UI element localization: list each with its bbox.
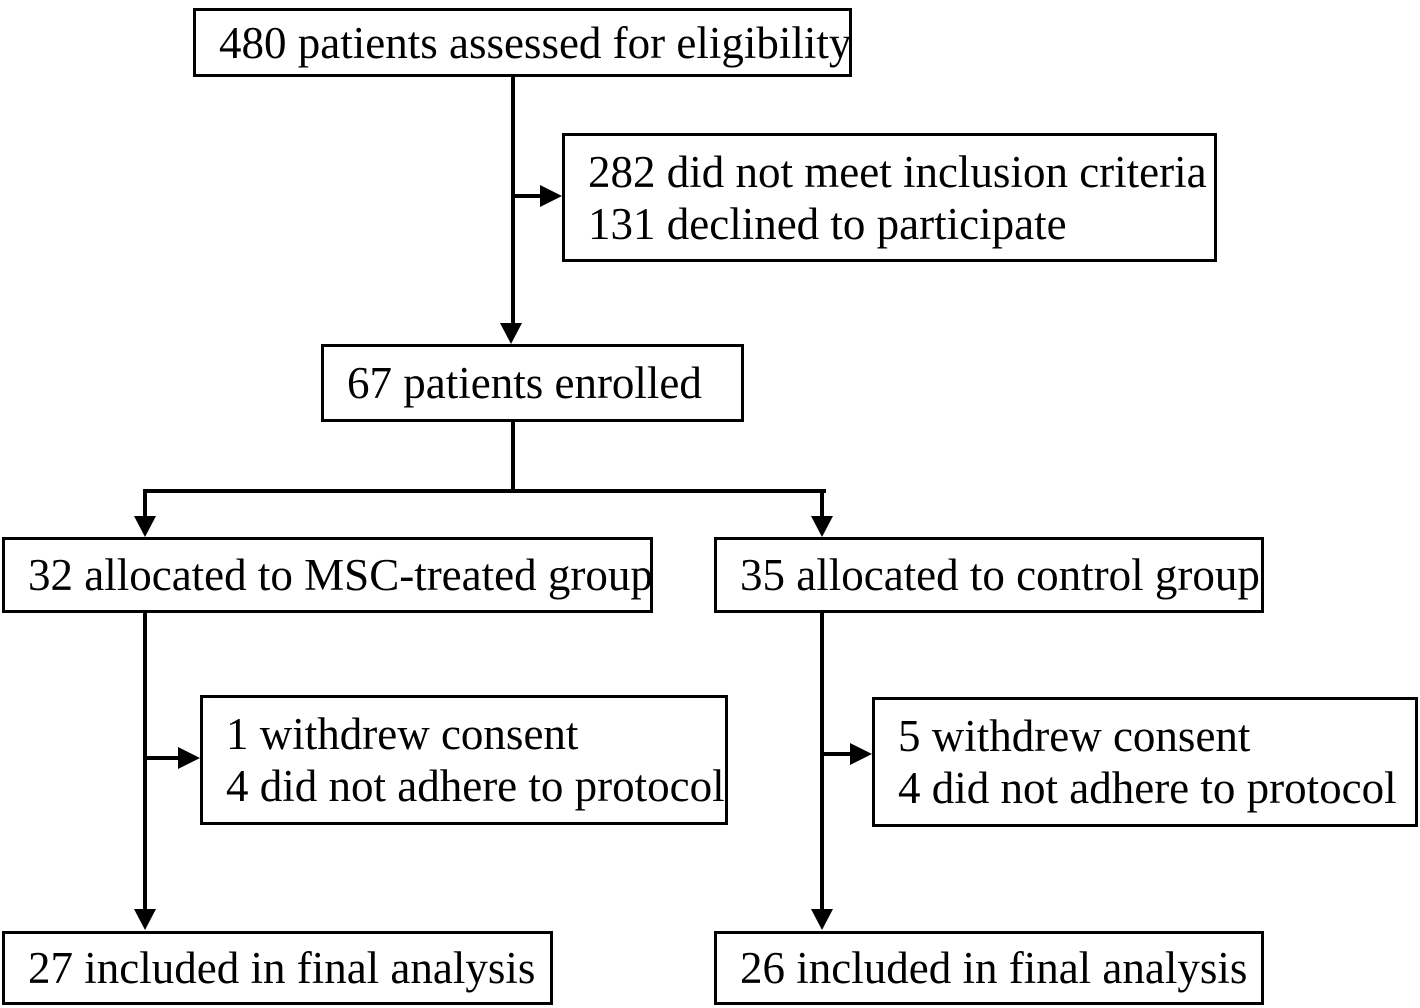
connector-split-horizontal [143,489,826,493]
msc-final-text: 27 included in final analysis [28,943,536,993]
control-allocated-box: 35 allocated to control group [714,537,1264,613]
connector-split-right-drop [820,489,824,518]
msc-allocated-text: 32 allocated to MSC-treated group [28,550,653,600]
arrowhead-into-control-final-icon [811,909,833,930]
control-allocated-text: 35 allocated to control group [740,550,1260,600]
arrowhead-into-exclusions-icon [540,185,562,207]
exclusions-line-1: 282 did not meet inclusion criteria [588,146,1207,197]
msc-allocated-box: 32 allocated to MSC-treated group [2,537,653,613]
msc-final-box: 27 included in final analysis [2,931,553,1005]
msc-withdrawn-line-2: 4 did not adhere to protocol [226,761,725,811]
connector-branch-to-exclusions [511,194,543,198]
arrowhead-into-msc-withdrawn-icon [178,747,200,769]
control-withdrawn-line-2: 4 did not adhere to protocol [898,763,1397,813]
enrolled-box: 67 patients enrolled [321,344,744,422]
control-final-box: 26 included in final analysis [714,931,1264,1005]
arrowhead-into-msc-final-icon [134,909,156,930]
connector-msc-to-final [143,613,147,910]
connector-control-to-final [820,613,824,910]
arrowhead-into-control-withdrawn-icon [850,743,872,765]
arrowhead-into-msc-allocated-icon [134,516,156,537]
arrowhead-into-enrolled-icon [500,323,522,344]
connector-split-left-drop [143,489,147,518]
msc-withdrawn-box: 1 withdrew consent 4 did not adhere to p… [200,695,728,825]
exclusions-box: 282 did not meet inclusion criteria 131 … [562,133,1217,262]
connector-eligibility-to-enrolled [511,77,515,323]
eligibility-text: 480 patients assessed for eligibility [219,17,852,68]
control-withdrawn-line-1: 5 withdrew consent [898,711,1251,761]
control-withdrawn-box: 5 withdrew consent 4 did not adhere to p… [872,697,1418,827]
msc-withdrawn-line-1: 1 withdrew consent [226,709,579,759]
connector-enrolled-stub [511,422,515,493]
arrowhead-into-control-allocated-icon [811,516,833,537]
enrolled-text: 67 patients enrolled [347,358,702,408]
connector-branch-to-msc-withdrawn [143,756,179,760]
exclusions-line-2: 131 declined to participate [588,198,1067,249]
eligibility-box: 480 patients assessed for eligibility [193,8,852,77]
control-final-text: 26 included in final analysis [740,943,1248,993]
connector-branch-to-control-withdrawn [820,752,852,756]
